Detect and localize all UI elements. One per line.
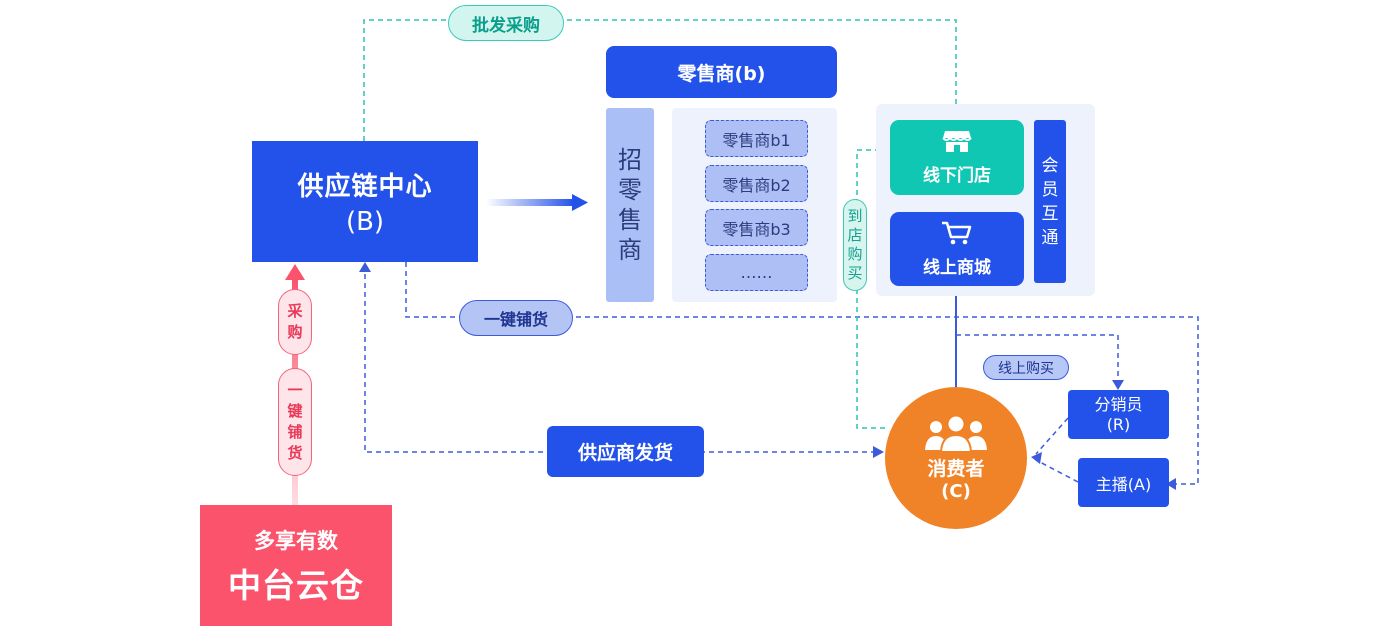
supply-chain-center-box: 供应链中心 (B)	[252, 141, 478, 262]
distributor-to-consumer-line	[1035, 417, 1069, 455]
distributor-box: 分销员 (R)	[1068, 390, 1169, 439]
consumer-title: 消费者	[927, 458, 985, 480]
distributor-title: 分销员	[1094, 394, 1143, 414]
cloud-warehouse-line1: 多享有数	[254, 528, 338, 553]
one-key-char: 货	[287, 444, 303, 462]
online-mall-box: 线上商城	[890, 212, 1024, 286]
online-mall-label: 线上商城	[923, 257, 991, 278]
retailer-item-b2: 零售商b2	[705, 165, 808, 202]
member-char: 员	[1041, 179, 1059, 200]
supply-to-retailer-arrowhead	[572, 194, 588, 211]
recruit-char: 招	[618, 146, 642, 174]
member-char: 通	[1041, 227, 1059, 248]
purchase-arrowhead	[285, 264, 305, 280]
supplier-ship-label: 供应商发货	[547, 426, 704, 477]
consumer-circle: 消费者 (C)	[885, 387, 1027, 529]
cart-icon	[942, 221, 972, 244]
one-key-char: 键	[287, 402, 303, 420]
store-icon	[942, 131, 972, 152]
host-to-consumer-line	[1035, 459, 1079, 483]
retailer-item-more: ……	[705, 254, 808, 291]
one-key-stock-label: 一键铺货	[459, 300, 573, 336]
to-store-char: 到	[847, 207, 863, 225]
member-char: 互	[1041, 203, 1059, 224]
one-key-char: 一	[287, 381, 303, 399]
consumer-code: (C)	[941, 481, 971, 502]
one-key-stock-vertical-label: 一 键 铺 货	[278, 368, 312, 476]
offline-store-box: 线下门店	[890, 120, 1024, 195]
recruit-retailer-bar: 招 零 售 商	[606, 108, 654, 302]
wholesale-label: 批发采购	[448, 5, 564, 41]
supply-chain-center-code: (B)	[345, 207, 385, 237]
purchase-char: 采	[287, 302, 303, 320]
retailer-item-b1: 零售商b1	[705, 120, 808, 157]
distributor-code: (R)	[1106, 414, 1131, 434]
to-store-char: 店	[847, 226, 863, 244]
member-sharing-bar: 会 员 互 通	[1034, 120, 1066, 283]
online-buy-label: 线上购买	[983, 355, 1069, 380]
one-key-char: 铺	[287, 423, 303, 441]
consumer-to-distributor-arrowhead	[1112, 380, 1124, 390]
to-store-buy-label: 到 店 购 买	[843, 199, 867, 291]
wholesale-line	[363, 19, 957, 141]
one-key-stock-line	[405, 262, 1199, 485]
to-store-char: 买	[847, 264, 863, 282]
offline-store-label: 线下门店	[923, 166, 991, 186]
one-key-stock-arrowhead	[1166, 478, 1176, 490]
consumer-in-arrowhead	[1031, 452, 1042, 464]
to-store-char: 购	[847, 245, 863, 263]
cloud-warehouse-box: 多享有数 中台云仓	[200, 505, 392, 626]
recruit-char: 零	[618, 176, 642, 204]
people-icon	[925, 414, 987, 452]
supply-chain-center-title: 供应链中心	[297, 172, 433, 202]
purchase-char: 购	[287, 323, 303, 341]
retailer-item-b3: 零售商b3	[705, 209, 808, 246]
member-char: 会	[1041, 155, 1059, 176]
consumer-to-distributor-line	[956, 334, 1119, 386]
supplier-ship-arrowhead-right	[873, 446, 884, 458]
supplier-ship-arrowhead-up	[359, 262, 371, 272]
purchase-label: 采 购	[278, 289, 312, 355]
supply-to-retailer-arrow	[486, 199, 574, 206]
host-box: 主播(A)	[1078, 458, 1169, 507]
recruit-char: 售	[618, 206, 642, 234]
cloud-warehouse-line2: 中台云仓	[228, 565, 364, 605]
recruit-char: 商	[618, 236, 642, 264]
retailer-title: 零售商(b)	[606, 46, 837, 98]
